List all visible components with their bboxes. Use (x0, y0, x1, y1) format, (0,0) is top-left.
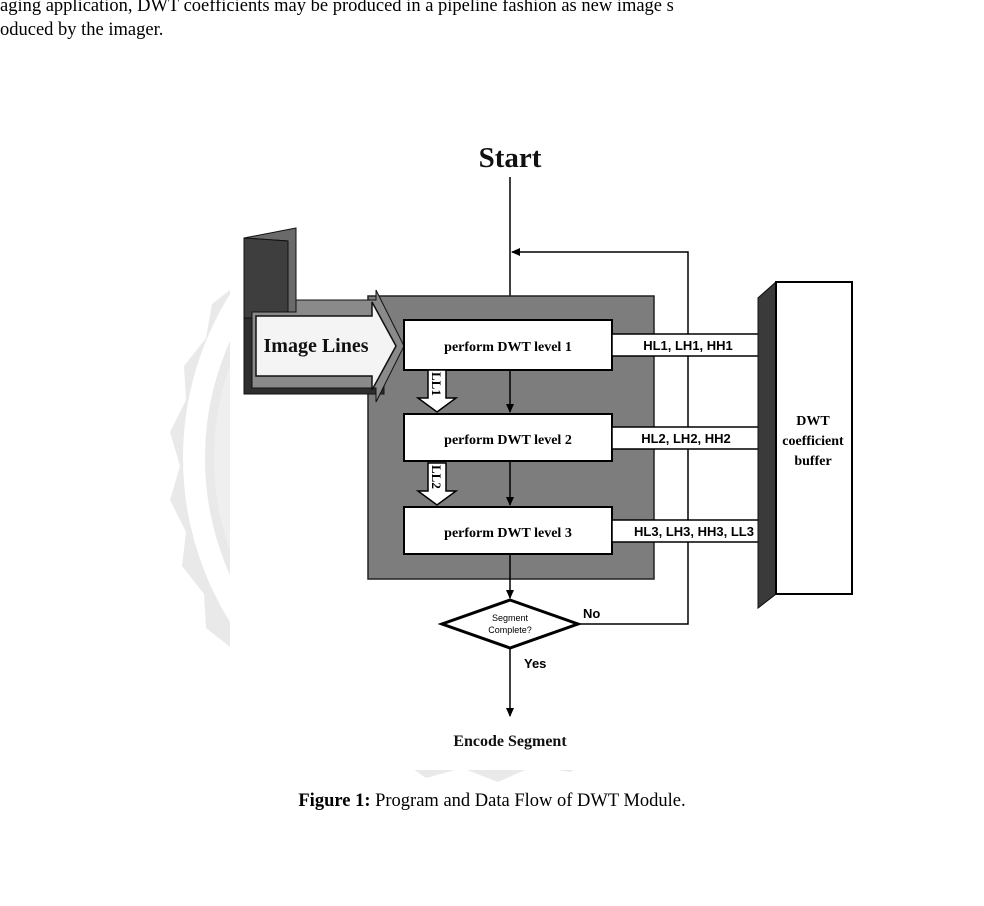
decision-diamond (437, 598, 583, 650)
image-lines-label: Image Lines (264, 335, 369, 357)
caption-label: Figure 1: (298, 791, 371, 811)
level-2-label: perform DWT level 2 (444, 433, 572, 448)
buffer-label-3: buffer (794, 454, 831, 469)
ll1-label: LL1 (429, 372, 444, 396)
encode-segment-label: Encode Segment (453, 733, 567, 750)
dwt-buffer-box (757, 280, 853, 610)
caption-text: Program and Data Flow of DWT Module. (370, 791, 686, 811)
output-1-label: HL1, LH1, HH1 (643, 338, 733, 353)
body-line-1: aging application, DWT coefficients may … (0, 0, 674, 16)
figure-caption: Figure 1: Program and Data Flow of DWT M… (0, 791, 984, 812)
ll1-arrow (415, 369, 459, 413)
no-label: No (583, 606, 600, 621)
level-2-box (403, 413, 613, 462)
body-paragraph: aging application, DWT coefficients may … (0, 0, 984, 42)
yes-label: Yes (524, 656, 546, 671)
level-1-label: perform DWT level 1 (444, 340, 572, 355)
output-3-label: HL3, LH3, HH3, LL3 (634, 524, 754, 539)
body-line-2: oduced by the imager. (0, 20, 164, 40)
buffer-label-2: coefficient (782, 434, 844, 449)
output-2-label: HL2, LH2, HH2 (641, 431, 731, 446)
level-3-box (403, 506, 613, 555)
image-lines-arrow (243, 227, 405, 403)
level-3-label: perform DWT level 3 (444, 526, 572, 541)
decision-label-1: Segment (492, 613, 529, 623)
ll2-label: LL2 (429, 465, 444, 489)
decision-label-2: Complete? (488, 625, 532, 635)
start-label: Start (479, 142, 542, 174)
buffer-label-1: DWT (796, 414, 830, 429)
ll2-arrow (415, 462, 459, 506)
